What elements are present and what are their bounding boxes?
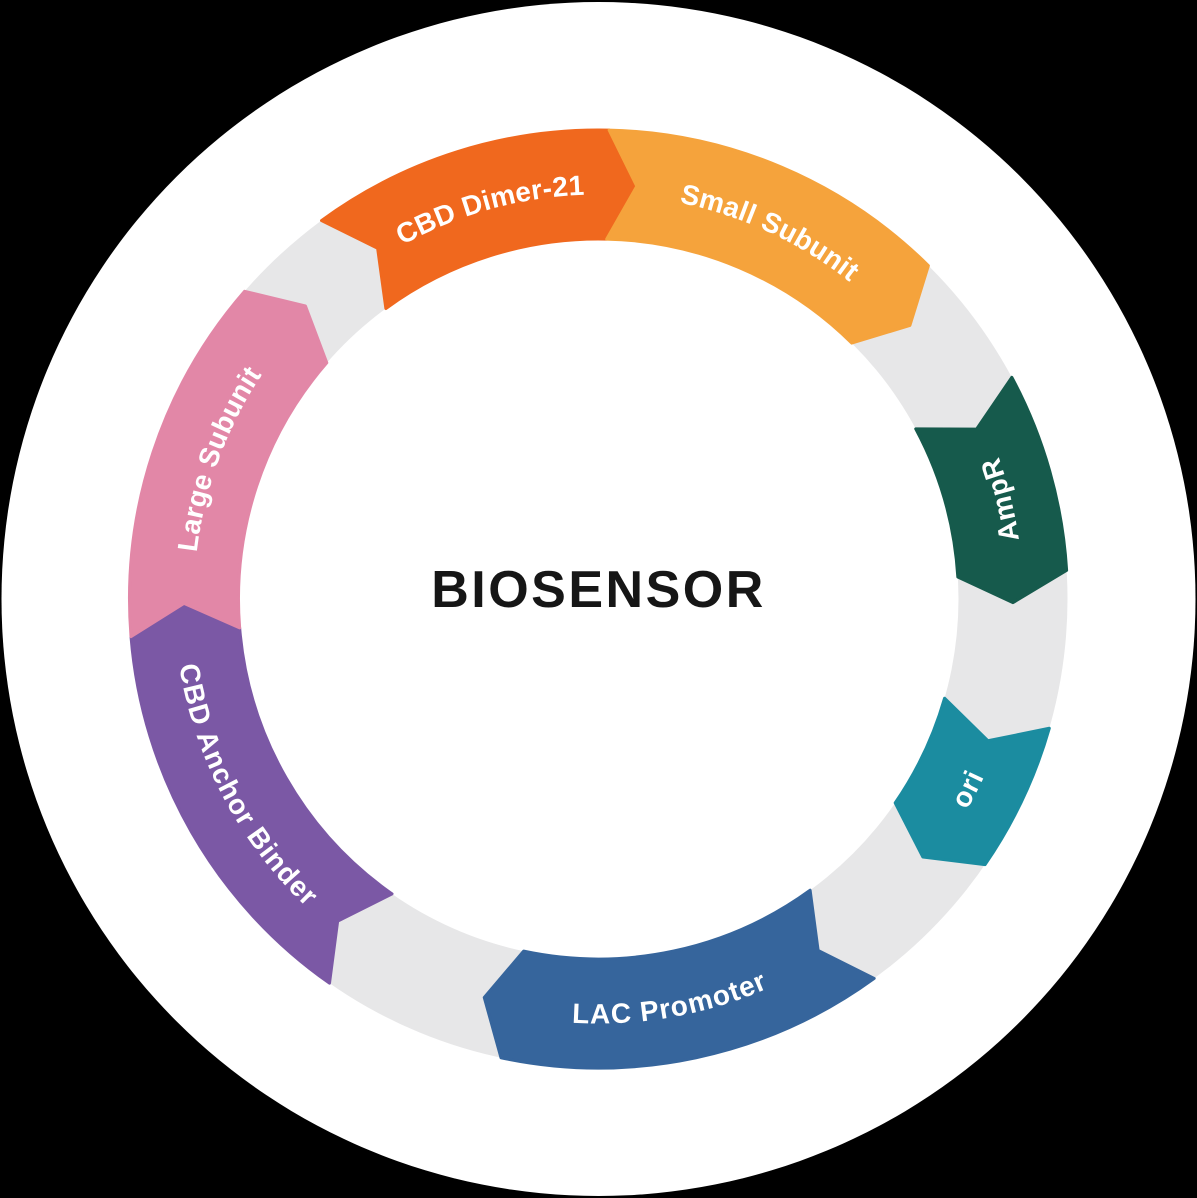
segment-small-subunit: [605, 128, 930, 345]
segment-ampr: [914, 375, 1069, 605]
segment-lac-promoter: [482, 888, 876, 1070]
plasmid-title: BIOSENSOR: [431, 561, 766, 619]
segment-ori: [893, 696, 1051, 867]
segment-large-subunit: [128, 289, 329, 639]
